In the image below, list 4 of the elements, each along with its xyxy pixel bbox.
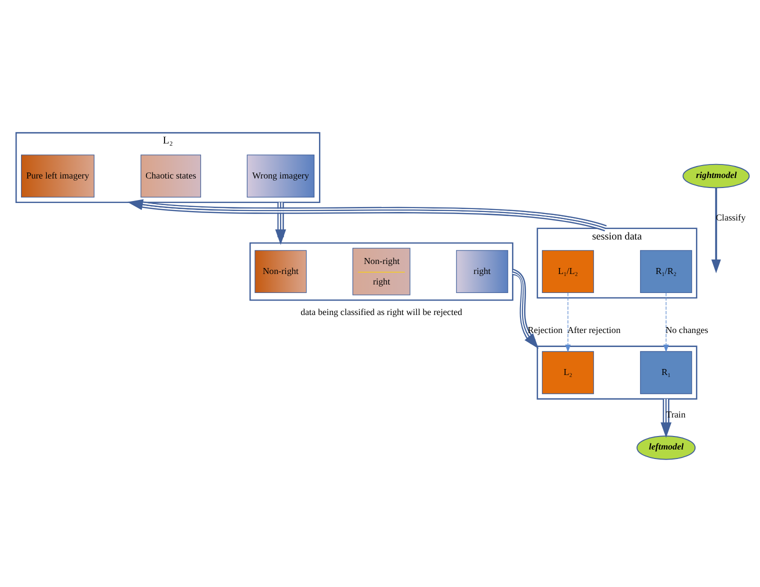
node-label: data being classified as right will be rejected (300, 307, 462, 318)
edge-label: After rejection (567, 324, 621, 335)
edge-label: No changes (666, 324, 708, 335)
edge-label: Rejection (528, 324, 563, 335)
